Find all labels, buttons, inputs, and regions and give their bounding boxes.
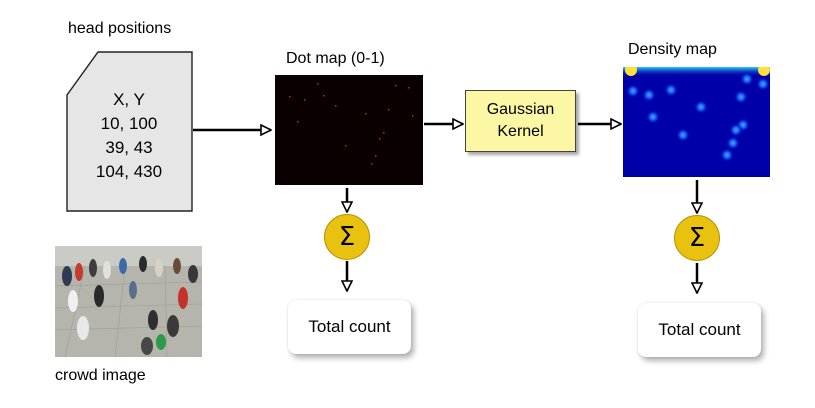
sum-symbol-density: Σ xyxy=(674,215,720,261)
coordinates-header: X, Y xyxy=(113,90,145,109)
kernel-label-line2: Kernel xyxy=(497,123,544,140)
total-count-box-dotmap: Total count xyxy=(288,300,411,354)
coordinate-row: 104, 430 xyxy=(95,162,163,181)
coordinate-row: 39, 43 xyxy=(105,138,153,157)
gaussian-kernel-box: Gaussian Kernel xyxy=(465,90,576,152)
coordinates-list: X, Y 10, 100 39, 43 104, 430 xyxy=(67,88,191,184)
kernel-label-line1: Gaussian xyxy=(486,101,555,118)
total-count-box-density: Total count xyxy=(638,303,761,357)
coordinate-row: 10, 100 xyxy=(100,114,158,133)
dot-map-label: Dot map (0-1) xyxy=(286,50,385,67)
crowd-image-label: crowd image xyxy=(55,367,146,384)
head-positions-document xyxy=(66,51,193,212)
density-map-label: Density map xyxy=(628,41,717,58)
crowd-photo xyxy=(55,246,202,357)
dot-map-image xyxy=(275,75,423,185)
head-positions-label: head positions xyxy=(68,20,172,37)
sum-symbol-dotmap: Σ xyxy=(324,214,370,260)
density-map-image xyxy=(623,67,770,177)
